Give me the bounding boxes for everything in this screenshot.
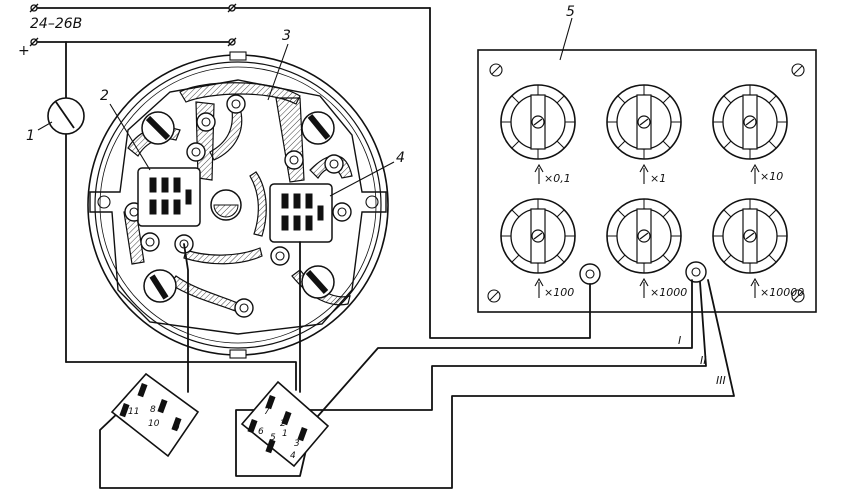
rheostat-knob — [606, 84, 682, 160]
pin-7: 7 — [264, 407, 270, 417]
multiplier-x0-1: ×0,1 — [544, 172, 571, 185]
rheostat-knob — [712, 198, 788, 274]
instrument-sockets — [141, 111, 335, 303]
line-label-III: III — [716, 374, 726, 387]
multiplier-x10: ×10 — [760, 170, 783, 183]
pin-9: 9 — [174, 423, 180, 433]
wiring — [65, 7, 735, 489]
pin-3: 3 — [294, 439, 300, 449]
callout-2: 2 — [100, 88, 109, 104]
pin-1: 1 — [282, 429, 288, 439]
line-label-II: II — [700, 354, 707, 367]
connector-left: 11 8 10 9 — [110, 372, 200, 458]
pin-10: 10 — [148, 419, 160, 429]
multiplier-x10000: ×10000 — [760, 286, 804, 299]
pin-2: 2 — [280, 419, 286, 429]
pin-11: 11 — [128, 407, 139, 417]
callout-4: 4 — [396, 150, 405, 166]
pin-4: 4 — [290, 451, 296, 461]
plus-sign: + — [18, 43, 30, 59]
rheostat-knob — [606, 198, 682, 274]
callout-5: 5 — [566, 4, 575, 20]
rheostat-knob — [712, 84, 788, 160]
multiplier-x100: ×100 — [544, 286, 574, 299]
callout-3: 3 — [282, 28, 291, 44]
rheostat-knobs — [500, 84, 788, 274]
relay-block-4 — [269, 183, 333, 243]
multiplier-x1000: ×1000 — [650, 286, 687, 299]
connector-right: 7 6 5 2 1 3 4 — [240, 380, 330, 468]
panel-terminals — [579, 261, 707, 285]
voltage-label: 24–26B — [30, 16, 82, 32]
pin-6: 6 — [258, 427, 264, 437]
line-label-I: I — [678, 334, 681, 347]
callout-1: 1 — [26, 128, 35, 144]
pin-5: 5 — [270, 433, 276, 443]
switch-1: 1 — [26, 41, 85, 363]
relay-block-2 — [137, 167, 201, 227]
multiplier-x1: ×1 — [650, 172, 666, 185]
multiplier-arrows — [534, 163, 760, 298]
rheostat-knob — [500, 84, 576, 160]
round-instrument: 2 3 4 — [87, 28, 405, 359]
pin-8: 8 — [150, 405, 156, 415]
instrument-studs — [124, 94, 352, 318]
rheostat-knob — [500, 198, 576, 274]
power-supply: 24–26B + — [18, 3, 431, 59]
